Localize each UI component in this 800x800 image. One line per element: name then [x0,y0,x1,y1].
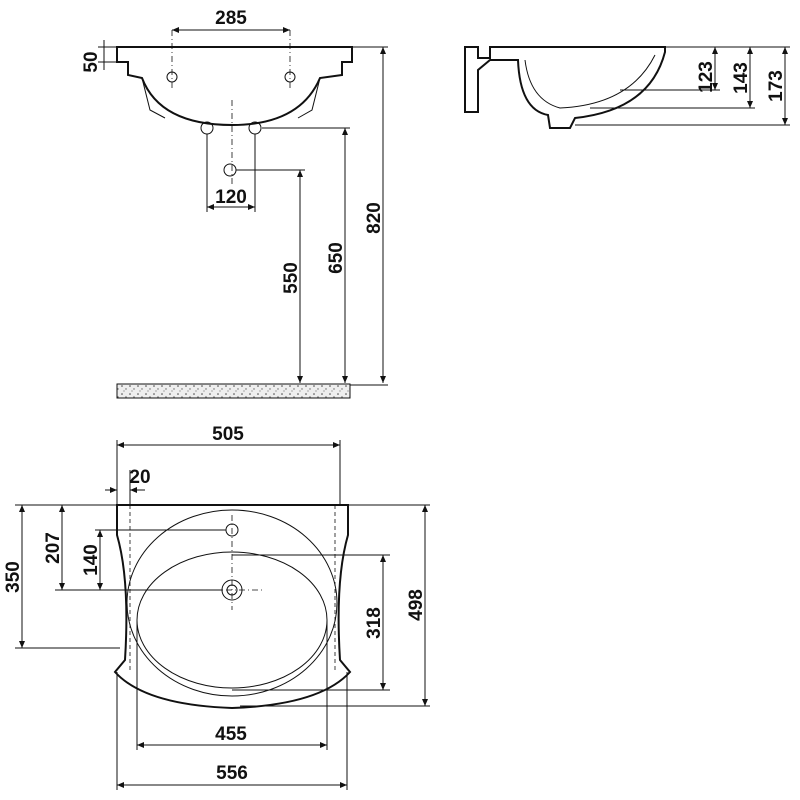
dim-820: 820 [364,202,385,234]
dim-505: 505 [212,424,244,445]
dim-140: 140 [81,544,102,576]
dim-120: 120 [215,187,247,208]
waste-outlet-icon [223,163,237,177]
dim-20: 20 [129,467,150,488]
dim-455: 455 [215,724,247,745]
floor-line [116,383,351,399]
dim-143: 143 [731,62,752,94]
front-view: 285 50 120 550 650 820 [81,8,388,399]
dim-498: 498 [406,589,427,621]
dim-207: 207 [43,532,64,564]
side-view: 123 143 173 [464,46,790,129]
dim-650: 650 [326,242,347,274]
dim-285: 285 [215,8,247,29]
dim-556: 556 [216,763,248,784]
dim-550: 550 [281,262,302,294]
dim-318: 318 [364,607,385,639]
dim-123: 123 [696,61,717,93]
plan-view: 505 20 350 207 140 318 498 455 556 [3,424,430,790]
dim-50: 50 [81,51,102,72]
dim-173: 173 [766,70,787,102]
dim-350: 350 [3,561,24,593]
